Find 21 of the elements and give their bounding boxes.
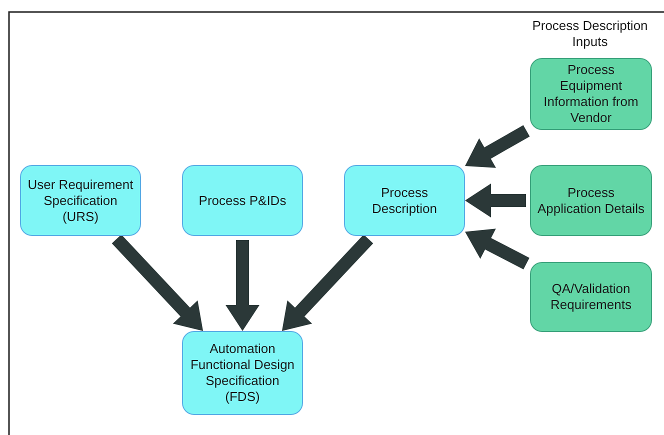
process-box	[182, 165, 303, 236]
arrow	[282, 234, 374, 331]
arrow	[112, 234, 204, 331]
box-label: Process Equipment Information from Vendor	[542, 62, 640, 126]
box-label: Process P&IDs	[198, 192, 288, 208]
arrow	[465, 184, 526, 218]
box-label: Process Application Details	[536, 184, 646, 216]
arrow	[226, 240, 260, 331]
arrow	[465, 228, 530, 270]
box-label: Automation Functional Design Specification (FDS)	[189, 341, 296, 405]
box-label: User Requirement Specification (URS)	[26, 176, 134, 224]
process-box	[20, 165, 141, 236]
process-box	[530, 58, 652, 130]
process-box	[530, 165, 652, 236]
process-box	[530, 262, 652, 332]
box-label: QA/Validation Requirements	[550, 281, 632, 313]
process-box	[182, 331, 303, 415]
arrow	[465, 125, 530, 168]
process-box	[344, 165, 465, 236]
box-label: Process Description	[370, 184, 438, 216]
group-heading: Process Description Inputs	[531, 18, 649, 50]
